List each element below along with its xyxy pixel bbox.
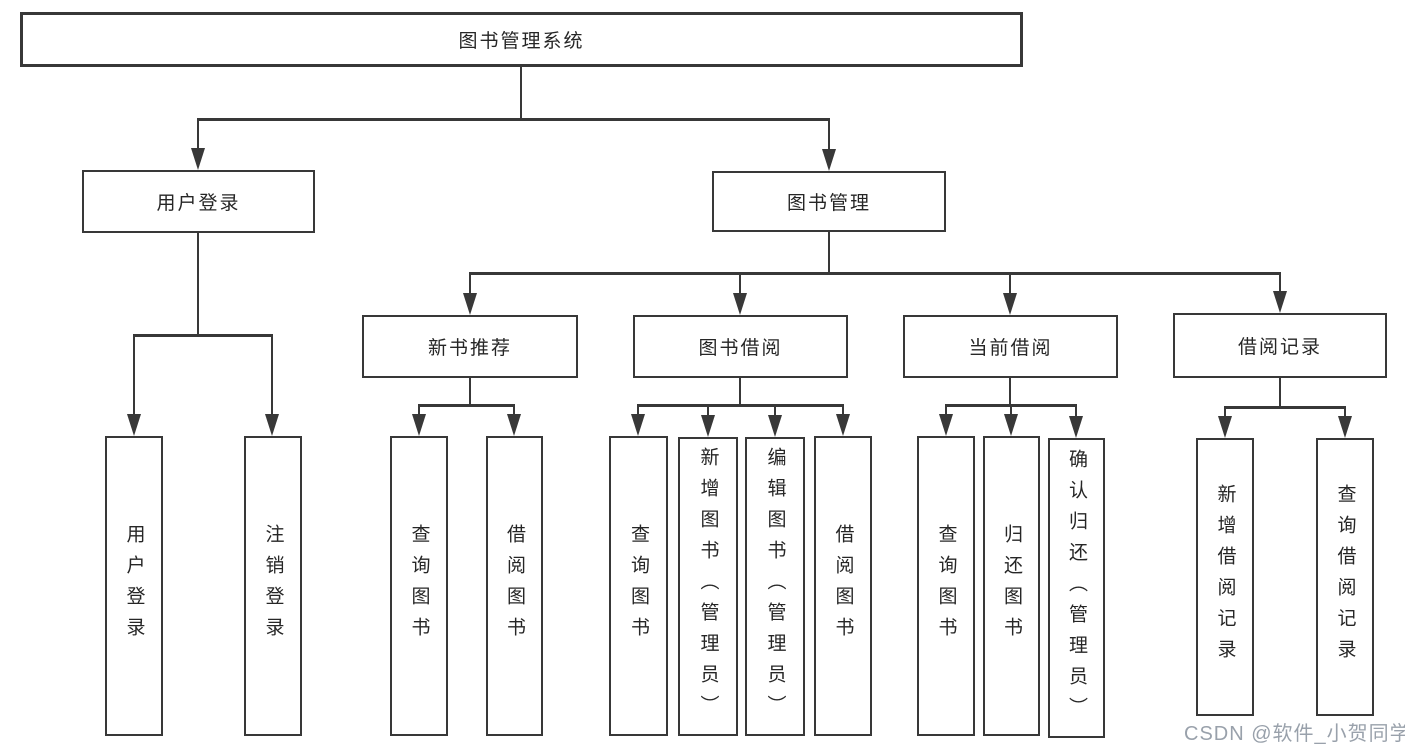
arrowhead-down-icon [1004,414,1018,436]
leaf-query-borrow-record: 查询借阅记录 [1316,438,1374,716]
leaf-query-books-recommend: 查询图书 [390,436,448,736]
connector-line [133,334,273,337]
leaf-query-books-current: 查询图书 [917,436,975,736]
connector-line [1010,404,1012,416]
node-new-book-recommendation: 新书推荐 [362,315,578,378]
arrowhead-down-icon [1273,291,1287,313]
arrowhead-down-icon [1003,293,1017,315]
connector-line [1009,378,1011,406]
connector-line [469,272,1281,275]
connector-line [197,233,199,335]
connector-line [637,404,639,416]
connector-line [828,232,830,274]
arrowhead-down-icon [127,414,141,436]
leaf-add-borrow-record: 新增借阅记录 [1196,438,1254,716]
node-borrowing-records: 借阅记录 [1173,313,1387,378]
arrowhead-down-icon [1069,416,1083,438]
arrowhead-down-icon [631,414,645,436]
connector-line [945,404,947,416]
connector-line [1224,406,1346,409]
connector-line [513,404,515,416]
connector-line [197,118,830,121]
leaf-edit-book-admin: 编辑图书（管理员） [745,437,805,736]
arrowhead-down-icon [1218,416,1232,438]
node-book-borrowing: 图书借阅 [633,315,848,378]
arrowhead-down-icon [507,414,521,436]
connector-line [1075,404,1077,416]
connector-line [1279,378,1281,408]
node-user-login: 用户登录 [82,170,315,233]
leaf-add-book-admin: 新增图书（管理员） [678,437,738,736]
arrowhead-down-icon [1338,416,1352,438]
connector-line [520,67,522,119]
connector-line [707,404,709,416]
leaf-query-books-borrowing: 查询图书 [609,436,668,736]
leaf-return-books: 归还图书 [983,436,1040,736]
connector-line [1279,272,1281,293]
arrowhead-down-icon [836,414,850,436]
node-book-management: 图书管理 [712,171,946,232]
connector-line [739,272,741,295]
leaf-borrow-books-recommend: 借阅图书 [486,436,543,736]
arrowhead-down-icon [939,414,953,436]
connector-line [418,404,515,407]
leaf-borrow-books-borrowing: 借阅图书 [814,436,872,736]
connector-line [1344,406,1346,418]
arrowhead-down-icon [822,149,836,171]
leaf-user-login: 用户登录 [105,436,163,736]
connector-line [1009,272,1011,295]
node-library-management-system: 图书管理系统 [20,12,1023,67]
arrowhead-down-icon [463,293,477,315]
connector-line [842,404,844,416]
connector-line [774,404,776,416]
connector-line [469,378,471,406]
leaf-confirm-return-admin: 确认归还（管理员） [1048,438,1105,738]
leaf-logout: 注销登录 [244,436,302,736]
connector-line [1224,406,1226,418]
connector-line [637,404,844,407]
arrowhead-down-icon [265,414,279,436]
connector-line [828,118,830,150]
connector-line [739,378,741,406]
node-current-borrowing: 当前借阅 [903,315,1118,378]
arrowhead-down-icon [768,415,782,437]
arrowhead-down-icon [733,293,747,315]
connector-line [418,404,420,416]
connector-line [469,272,471,295]
watermark: CSDN @软件_小贺同学 [1184,723,1405,745]
arrowhead-down-icon [191,148,205,170]
connector-line [197,118,199,149]
arrowhead-down-icon [701,415,715,437]
connector-line [133,334,135,415]
arrowhead-down-icon [412,414,426,436]
connector-line [271,334,273,415]
